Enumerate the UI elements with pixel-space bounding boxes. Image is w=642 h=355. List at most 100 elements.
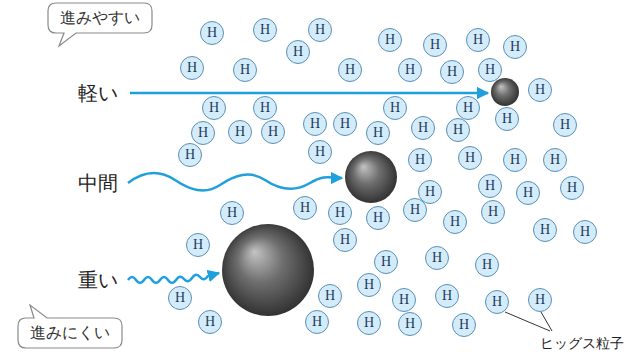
particle-symbol: H — [488, 204, 498, 219]
particle-symbol: H — [415, 152, 425, 167]
higgs-particle: H — [411, 116, 435, 140]
higgs-particle: H — [168, 286, 192, 310]
particle-symbol: H — [345, 62, 355, 77]
higgs-particle: H — [573, 220, 597, 244]
higgs-particle: H — [357, 311, 381, 335]
particle-symbol: H — [268, 124, 278, 139]
higgs-particle: H — [466, 28, 490, 52]
higgs-particle: H — [374, 250, 398, 274]
particle-symbol: H — [580, 224, 590, 239]
particle-symbol: H — [473, 32, 483, 47]
callout-bubble: 進みにくい — [18, 318, 122, 348]
particle-symbol: H — [492, 294, 502, 309]
higgs-particle: H — [478, 58, 502, 82]
particle-symbol: H — [385, 32, 395, 47]
medium-particle-sphere — [345, 151, 397, 203]
particle-symbol: H — [502, 111, 512, 126]
higgs-particle: H — [308, 18, 332, 42]
higgs-particle: H — [403, 198, 427, 222]
higgs-particle: H — [516, 181, 540, 205]
particle-symbol: H — [310, 116, 320, 131]
particle-symbol: H — [381, 254, 391, 269]
particle-symbol: H — [390, 100, 400, 115]
higgs-particle: H — [286, 40, 310, 64]
particle-symbol: H — [560, 117, 570, 132]
leader-line — [541, 312, 552, 331]
higgs-particle: H — [528, 78, 552, 102]
leader-line — [505, 312, 550, 331]
higgs-particle: H — [178, 143, 202, 167]
particle-symbol: H — [399, 292, 409, 307]
particle-symbol: H — [450, 214, 460, 229]
particle-symbol: H — [373, 125, 383, 140]
callout-text: 進みにくい — [30, 324, 110, 342]
callout-outline — [48, 3, 152, 46]
particle-symbol: H — [227, 205, 237, 220]
particle-symbol: H — [510, 152, 520, 167]
higgs-particle: H — [423, 33, 447, 57]
particle-symbol: H — [175, 290, 185, 305]
higgs-particle: H — [383, 96, 407, 120]
higgs-particle: H — [333, 228, 357, 252]
particle-symbol: H — [418, 120, 428, 135]
particle-symbol: H — [523, 185, 533, 200]
higgs-particle: H — [392, 288, 416, 312]
particle-symbol: H — [410, 202, 420, 217]
particle-symbol: H — [198, 125, 208, 140]
higgs-particle: H — [443, 210, 467, 234]
particle-label: ヒッグス粒子 — [540, 335, 624, 351]
higgs-particle: H — [338, 58, 362, 82]
higgs-particle: H — [200, 21, 224, 45]
particle-symbol: H — [240, 62, 250, 77]
higgs-particle: H — [398, 312, 422, 336]
particle-symbol: H — [205, 314, 215, 329]
higgs-particle: H — [398, 58, 422, 82]
heavy-path-arrow — [128, 273, 219, 283]
higgs-particle: H — [366, 121, 390, 145]
callout-bubble: 進みやすい — [48, 3, 152, 33]
higgs-particle: H — [425, 246, 449, 270]
light-path-arrow — [130, 92, 488, 95]
particle-symbol: H — [193, 237, 203, 252]
higgs-particle: H — [528, 288, 552, 312]
heavy-particle-sphere — [222, 224, 314, 316]
mass-label: 中間 — [78, 172, 118, 195]
particle-symbol: H — [340, 232, 350, 247]
particle-symbol: H — [442, 288, 452, 303]
higgs-particle: H — [202, 96, 226, 120]
higgs-particle: H — [333, 112, 357, 136]
particle-symbol: H — [364, 315, 374, 330]
particle-symbol: H — [315, 144, 325, 159]
particle-symbol: H — [540, 222, 550, 237]
higgs-particle: H — [253, 96, 277, 120]
particle-symbol: H — [207, 25, 217, 40]
higgs-particle: H — [220, 201, 244, 225]
particle-symbol: H — [453, 122, 463, 137]
light-particle-sphere — [491, 78, 519, 106]
higgs-particle: H — [261, 120, 285, 144]
particle-symbol: H — [459, 317, 469, 332]
higgs-particle: H — [440, 60, 464, 84]
medium-path-arrow — [128, 173, 342, 191]
mass-label: 重い — [78, 269, 118, 292]
higgs-particle: H — [408, 148, 432, 172]
higgs-particle: H — [485, 290, 509, 314]
particle-symbol: H — [535, 292, 545, 307]
higgs-particle: H — [553, 113, 577, 137]
higgs-particle: H — [503, 35, 527, 59]
particle-symbol: H — [482, 257, 492, 272]
particle-symbol: H — [315, 22, 325, 37]
particle-symbol: H — [485, 178, 495, 193]
particle-symbol: H — [425, 184, 435, 199]
higgs-particle: H — [228, 120, 252, 144]
particle-symbol: H — [463, 100, 473, 115]
higgs-particle: H — [456, 96, 480, 120]
particle-symbol: H — [325, 288, 335, 303]
higgs-particle: H — [180, 56, 204, 80]
higgs-particle: H — [458, 146, 482, 170]
higgs-particle: H — [446, 118, 470, 142]
callout-text: 進みやすい — [60, 9, 140, 27]
higgs-particle: H — [233, 58, 257, 82]
mass-label: 軽い — [78, 82, 118, 105]
